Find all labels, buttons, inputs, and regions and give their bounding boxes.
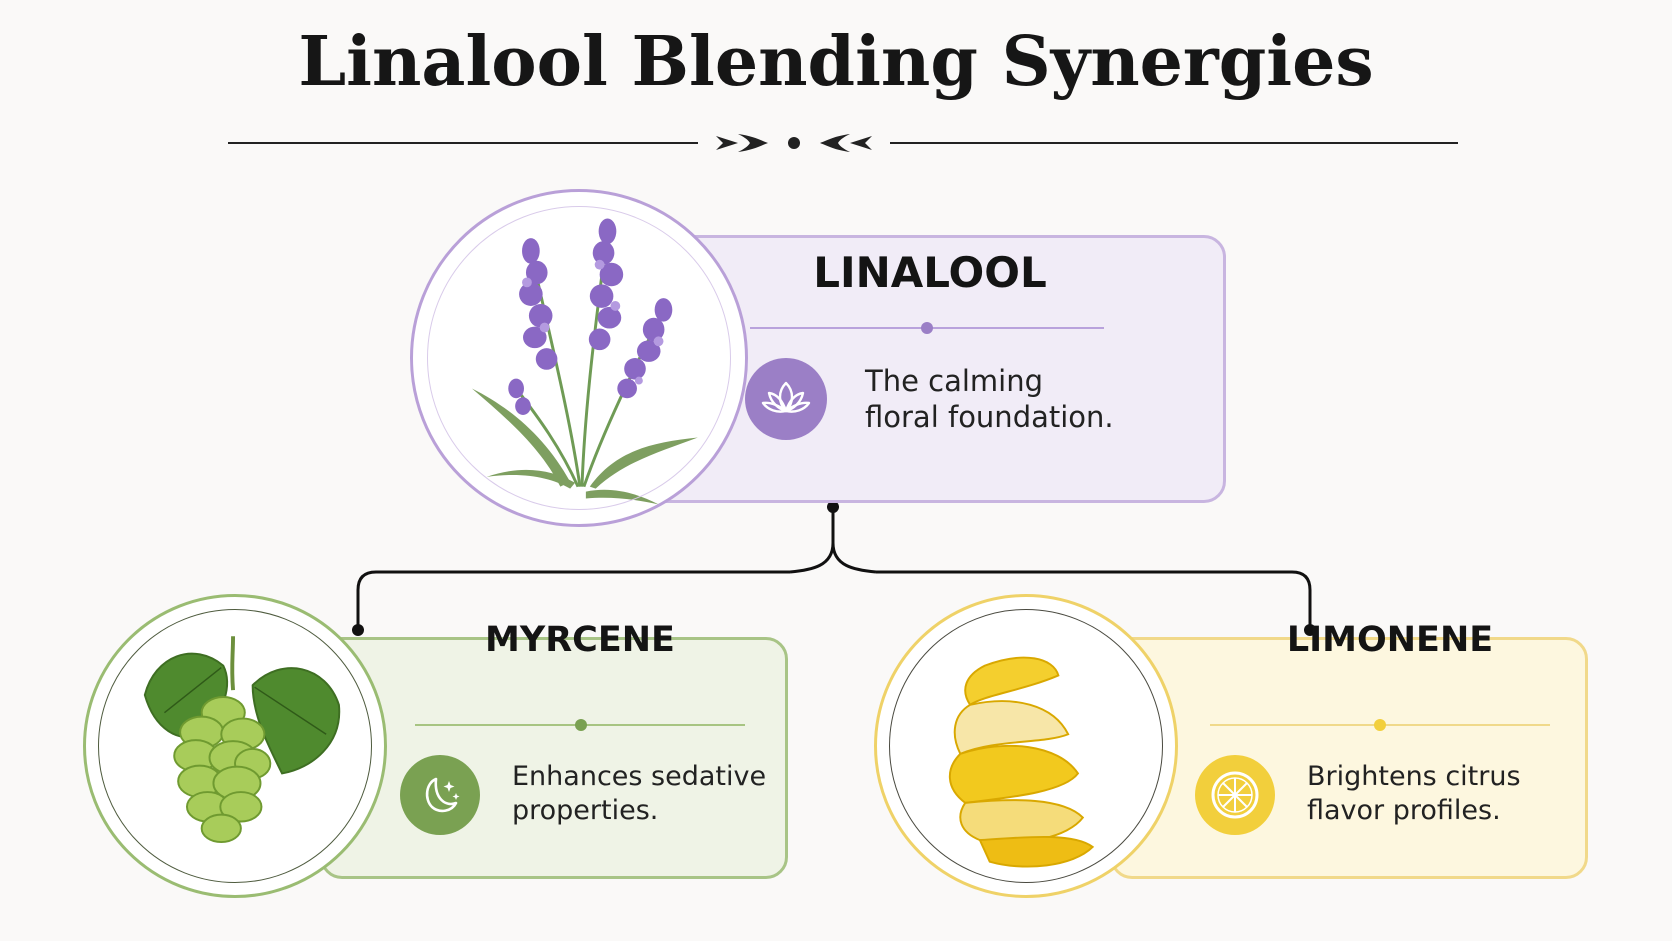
linalool-badge	[745, 358, 827, 440]
title-divider	[228, 134, 1458, 152]
limonene-title: LIMONENE	[1286, 620, 1494, 660]
limonene-desc-line1: Brightens citrus	[1307, 761, 1521, 792]
myrcene-desc-line1: Enhances sedative	[512, 761, 767, 792]
limonene-desc-line2: flavor profiles.	[1307, 794, 1501, 826]
limonene-description: Brightens citrus flavor profiles.	[1307, 760, 1521, 828]
linalool-desc-line2: floral foundation.	[865, 400, 1114, 435]
myrcene-desc-line2: properties.	[512, 794, 659, 826]
myrcene-title: MYRCENE	[485, 620, 675, 660]
lavender-illustration	[410, 189, 748, 527]
limonene-card	[1110, 637, 1588, 879]
hops-illustration	[83, 594, 387, 898]
myrcene-description: Enhances sedative properties.	[512, 760, 766, 828]
myrcene-rule-dot	[575, 719, 587, 731]
linalool-rule-dot	[921, 322, 933, 334]
citrus-slice-icon	[1211, 771, 1259, 819]
limonene-rule-dot	[1374, 719, 1386, 731]
page-title: Linalool Blending Synergies	[298, 22, 1374, 102]
myrcene-badge	[400, 755, 480, 835]
lemon-peel-illustration	[874, 594, 1178, 898]
linalool-title: LINALOOL	[813, 248, 1047, 297]
lotus-icon	[761, 381, 811, 413]
linalool-description: The calming floral foundation.	[865, 363, 1114, 436]
myrcene-card	[320, 637, 788, 879]
moon-stars-icon	[425, 777, 460, 813]
limonene-badge	[1195, 755, 1275, 835]
linalool-desc-line1: The calming	[865, 364, 1044, 398]
